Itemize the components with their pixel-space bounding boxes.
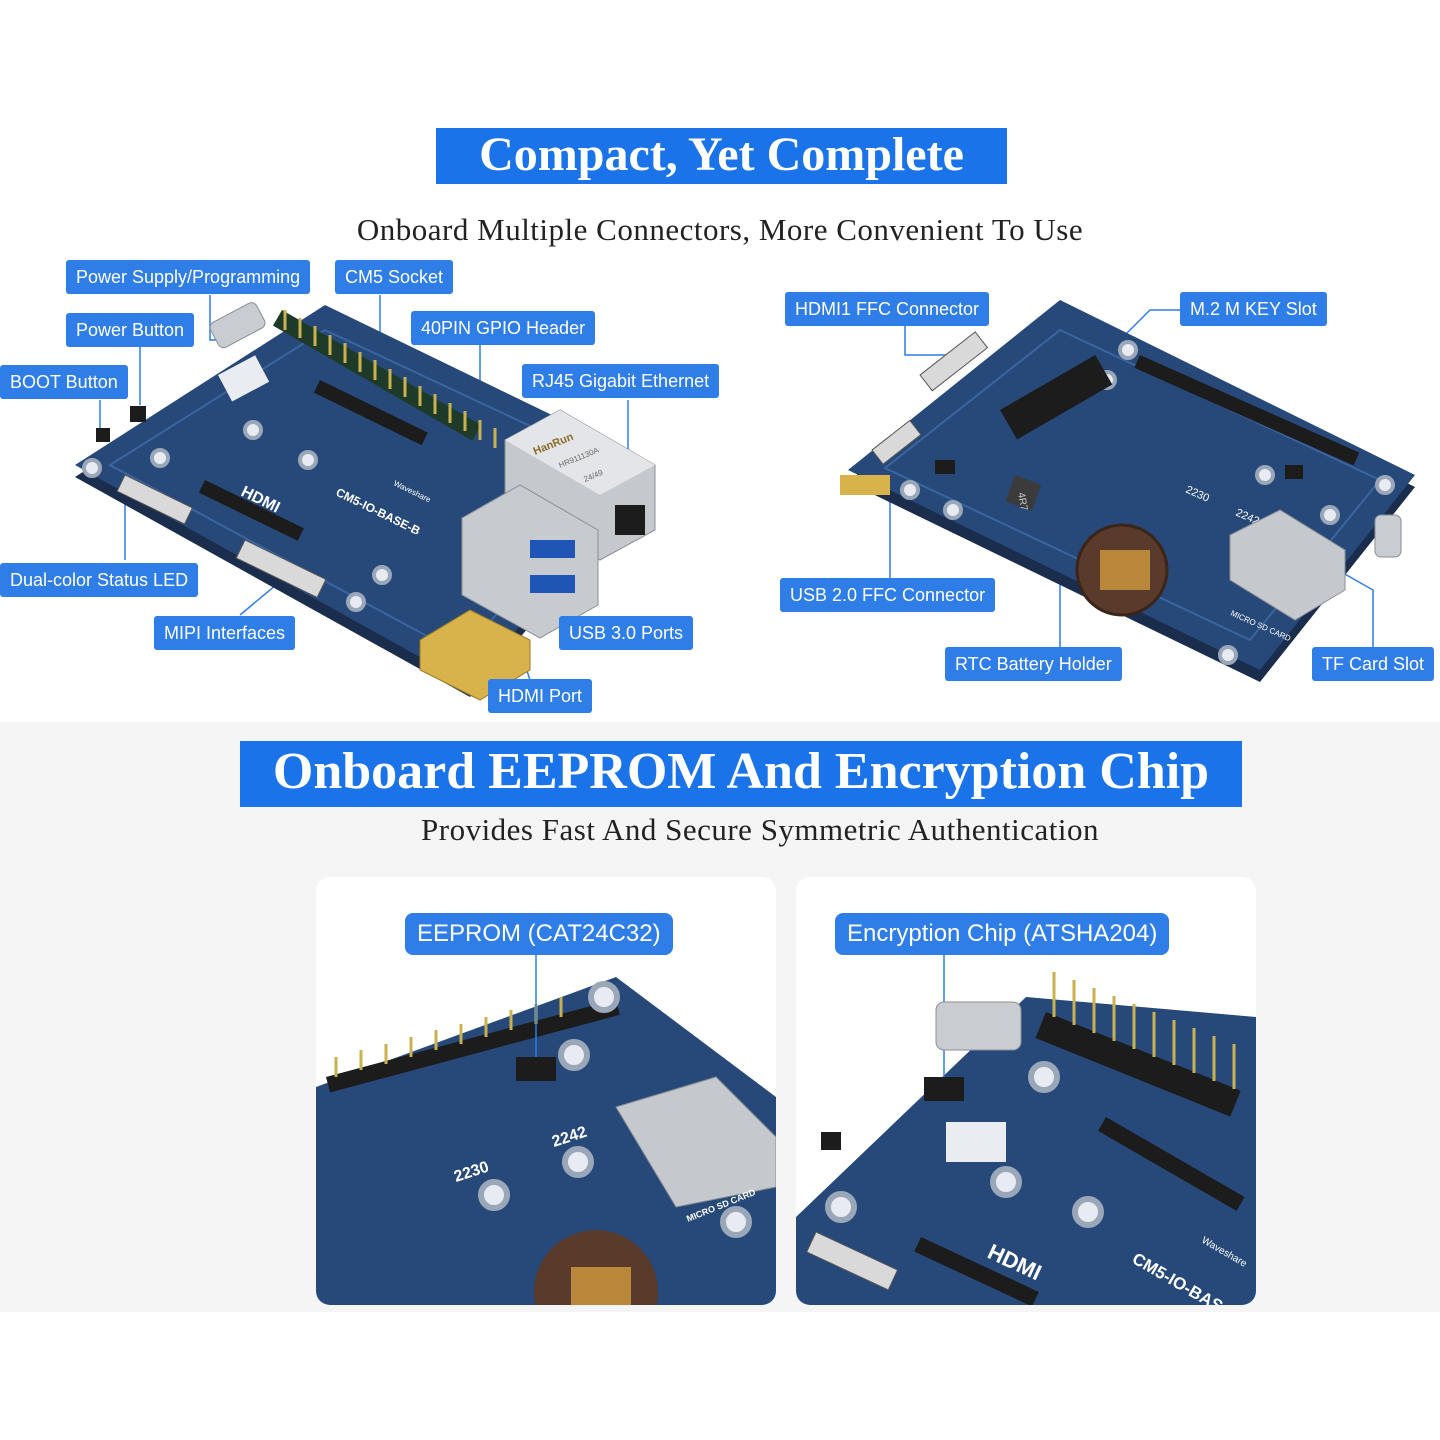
eeprom-panel: 2242 2230 MICRO SD CARD [316, 877, 776, 1305]
eeprom-board-closeup: 2242 2230 MICRO SD CARD [316, 954, 776, 1305]
crypto-cm5-socket [1097, 1116, 1245, 1211]
usb3-ports [461, 484, 599, 639]
left-gpio-pins [273, 310, 482, 441]
label-m2-slot: M.2 M KEY Slot [1180, 292, 1327, 326]
label-status-led: Dual-color Status LED [0, 563, 199, 597]
label-usb3: USB 3.0 Ports [559, 616, 694, 650]
title-banner-eeprom: Onboard EEPROM And Encryption Chip [240, 741, 1242, 807]
left-board-illustration: HDMI CM5-IO-BASE-B Waveshare HanRun HR91… [75, 295, 656, 701]
bottom-section: Onboard EEPROM And Encryption Chip Provi… [0, 722, 1440, 1312]
crypto-board-closeup: HDMI CM5-IO-BAS Waveshare [796, 955, 1256, 1305]
subtitle-authentication: Provides Fast And Secure Symmetric Authe… [421, 812, 1099, 847]
label-rtc: RTC Battery Holder [945, 647, 1122, 681]
tf-slot [1229, 509, 1346, 621]
eeprom-chip [516, 1057, 556, 1081]
label-mipi: MIPI Interfaces [154, 616, 296, 650]
top-section: Compact, Yet Complete Onboard Multiple C… [0, 128, 1435, 713]
label-gpio-header: 40PIN GPIO Header [411, 311, 596, 345]
label-boot-button: BOOT Button [0, 365, 128, 399]
label-eeprom: EEPROM (CAT24C32) [405, 913, 673, 955]
label-hdmi-port: HDMI Port [488, 679, 593, 713]
right-board-illustration: 2230 2242 4R7 MICRO SD CARD [840, 300, 1415, 682]
label-power-supply: Power Supply/Programming [66, 260, 311, 294]
hdmi-connector [419, 609, 531, 701]
eeprom-sd-slot [615, 1076, 776, 1208]
label-tf-slot: TF Card Slot [1312, 647, 1435, 681]
m2-slot [1000, 355, 1113, 440]
label-hdmi1-ffc: HDMI1 FFC Connector [785, 292, 990, 326]
subtitle-connectors: Onboard Multiple Connectors, More Conven… [356, 212, 1084, 247]
label-power-button: Power Button [66, 313, 195, 347]
title-banner-compact: Compact, Yet Complete [436, 128, 1007, 184]
label-crypto: Encryption Chip (ATSHA204) [835, 913, 1170, 955]
label-rj45: RJ45 Gigabit Ethernet [522, 364, 720, 398]
label-cm5-socket: CM5 Socket [335, 260, 454, 294]
label-usb2-ffc: USB 2.0 FFC Connector [780, 578, 996, 612]
svg-text:4R7: 4R7 [1015, 492, 1029, 512]
crypto-chip [924, 1077, 964, 1101]
